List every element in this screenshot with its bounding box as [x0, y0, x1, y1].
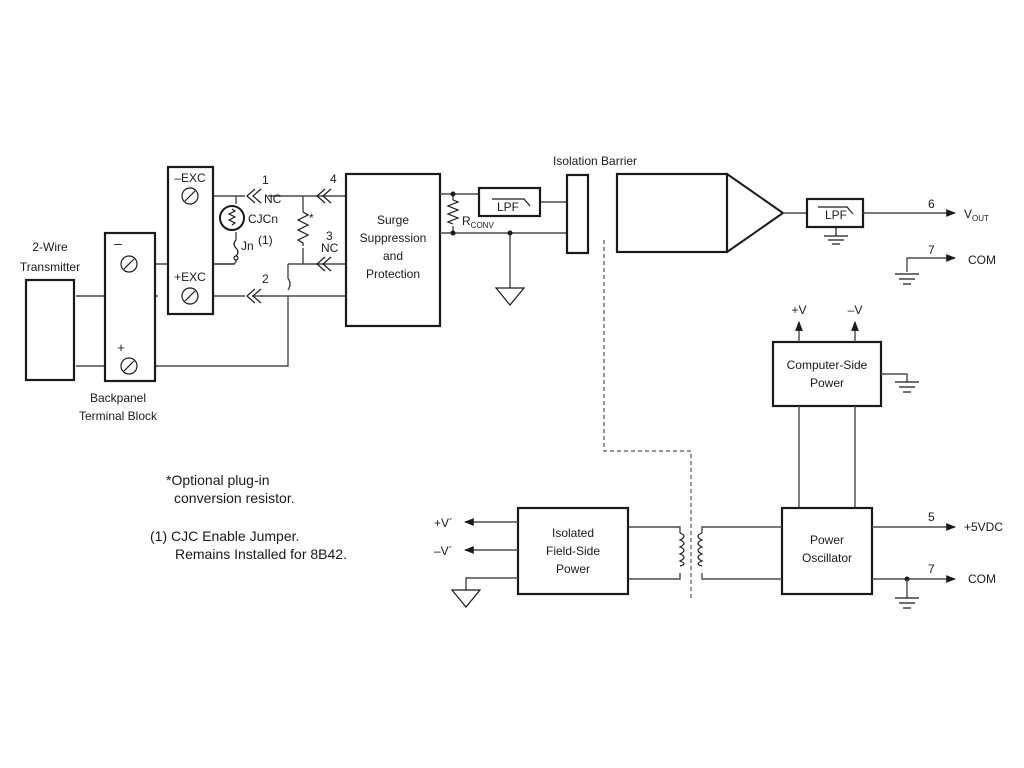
- note-cjc-line2: Remains Installed for 8B42.: [175, 546, 347, 562]
- connector-icon: [246, 188, 262, 204]
- surge-label-line4: Protection: [366, 267, 420, 281]
- junction-dot: [507, 230, 513, 236]
- neg-exc-label: –EXC: [174, 171, 206, 185]
- jumper-note-ref: (1): [258, 233, 273, 247]
- lpf-left-label: LPF: [497, 200, 519, 214]
- com-top-arrow: [906, 254, 956, 272]
- minus-v-label: –V: [848, 303, 863, 317]
- nc-bottom-label: NC: [321, 241, 339, 255]
- pin-2-label: 2: [262, 272, 269, 286]
- power-oscillator-box: [780, 506, 874, 596]
- computer-power-label-line2: Power: [810, 376, 844, 390]
- junction-dot: [450, 230, 456, 236]
- note-optional-line2: conversion resistor.: [174, 490, 295, 506]
- junction-dot: [450, 191, 456, 197]
- computer-power-label-line1: Computer-Side: [787, 358, 868, 372]
- terminal-plus-label: +: [117, 340, 125, 355]
- pin-6-label: 6: [928, 197, 935, 211]
- computer-power-ground-wire: [881, 373, 908, 382]
- post-surge-wiring: [440, 193, 567, 288]
- surge-suppression-box: [344, 172, 442, 328]
- ground-icon: [824, 227, 848, 245]
- transmitter-label-line2: Transmitter: [20, 260, 80, 274]
- com-bottom-label: COM: [968, 572, 996, 586]
- rconv-resistor-icon: [446, 199, 460, 225]
- isolation-barrier-dashed-line: [603, 240, 692, 600]
- lpf-right-label: LPF: [825, 208, 847, 222]
- terminal-block-label-line2: Terminal Block: [79, 409, 158, 423]
- field-side-power-box: [516, 506, 630, 596]
- note-optional-line1: *Optional plug-in: [166, 472, 270, 488]
- plus-5vdc-label: +5VDC: [964, 520, 1003, 534]
- surge-label-line2: Suppression: [360, 231, 427, 245]
- pin-1-label: 1: [262, 173, 269, 187]
- pin-7-top-label: 7: [928, 243, 935, 257]
- transformer-icon: [628, 526, 782, 580]
- lpf-symbol-icon: [492, 198, 531, 207]
- screw-terminal-icon: [181, 187, 199, 205]
- connector-icon: [246, 288, 262, 304]
- nc-top-label: NC: [264, 192, 282, 206]
- power-osc-label-line2: Oscillator: [802, 551, 852, 565]
- minus-v-prime-label: –V´: [434, 544, 453, 558]
- ground-icon: [494, 287, 526, 306]
- connector-icon: [316, 188, 332, 204]
- ground-icon: [895, 381, 919, 393]
- lpf-symbol-icon: [818, 206, 854, 215]
- com-top-label: COM: [968, 253, 996, 267]
- terminal-minus-label: –: [114, 235, 122, 251]
- plus-v-prime-label: +V´: [434, 516, 453, 530]
- vout-label: VOUT: [964, 207, 989, 223]
- lpf-left-box: [477, 186, 542, 218]
- pin-5-label: 5: [928, 510, 935, 524]
- screw-terminal-icon: [120, 357, 138, 375]
- field-power-label-line2: Field-Side: [546, 544, 600, 558]
- connector-icon: [316, 256, 332, 272]
- transmitter-box: [24, 278, 76, 382]
- surge-label-line3: and: [383, 249, 403, 263]
- plus-v-label: +V: [791, 303, 806, 317]
- ground-icon: [895, 597, 919, 609]
- pin-4-label: 4: [330, 172, 337, 186]
- conversion-resistor-icon: [296, 211, 310, 246]
- note-cjc-line1: (1) CJC Enable Jumper.: [150, 528, 299, 544]
- computer-side-power-box: [771, 340, 883, 408]
- optional-asterisk: *: [309, 211, 314, 225]
- isolation-amplifier: [615, 172, 785, 254]
- jumper-label: Jn: [241, 239, 254, 253]
- field-power-ground-wire: [465, 577, 518, 590]
- pin-7-bottom-label: 7: [928, 562, 935, 576]
- screw-terminal-icon: [120, 255, 138, 273]
- cjc-sensor-icon: [219, 205, 245, 231]
- transmitter-label-line1: 2-Wire: [32, 240, 68, 254]
- surge-label-line1: Surge: [377, 213, 409, 227]
- exc-terminal-box: [166, 165, 215, 316]
- field-power-label-line3: Power: [556, 562, 590, 576]
- isolation-barrier-left: [565, 173, 590, 255]
- power-osc-label-line1: Power: [810, 533, 844, 547]
- ground-icon: [895, 273, 919, 285]
- screw-terminal-icon: [181, 287, 199, 305]
- rconv-label: RCONV: [462, 214, 494, 230]
- pos-exc-label: +EXC: [174, 270, 206, 284]
- isolation-barrier-label: Isolation Barrier: [553, 154, 637, 168]
- terminal-block-label-line1: Backpanel: [90, 391, 146, 405]
- terminal-block-box: [103, 231, 157, 383]
- cjc-label: CJCn: [248, 212, 278, 226]
- pin-3-label: 3: [326, 229, 333, 243]
- ground-icon: [450, 589, 482, 608]
- jumper-icon: [233, 239, 239, 261]
- field-power-label-line1: Isolated: [552, 526, 594, 540]
